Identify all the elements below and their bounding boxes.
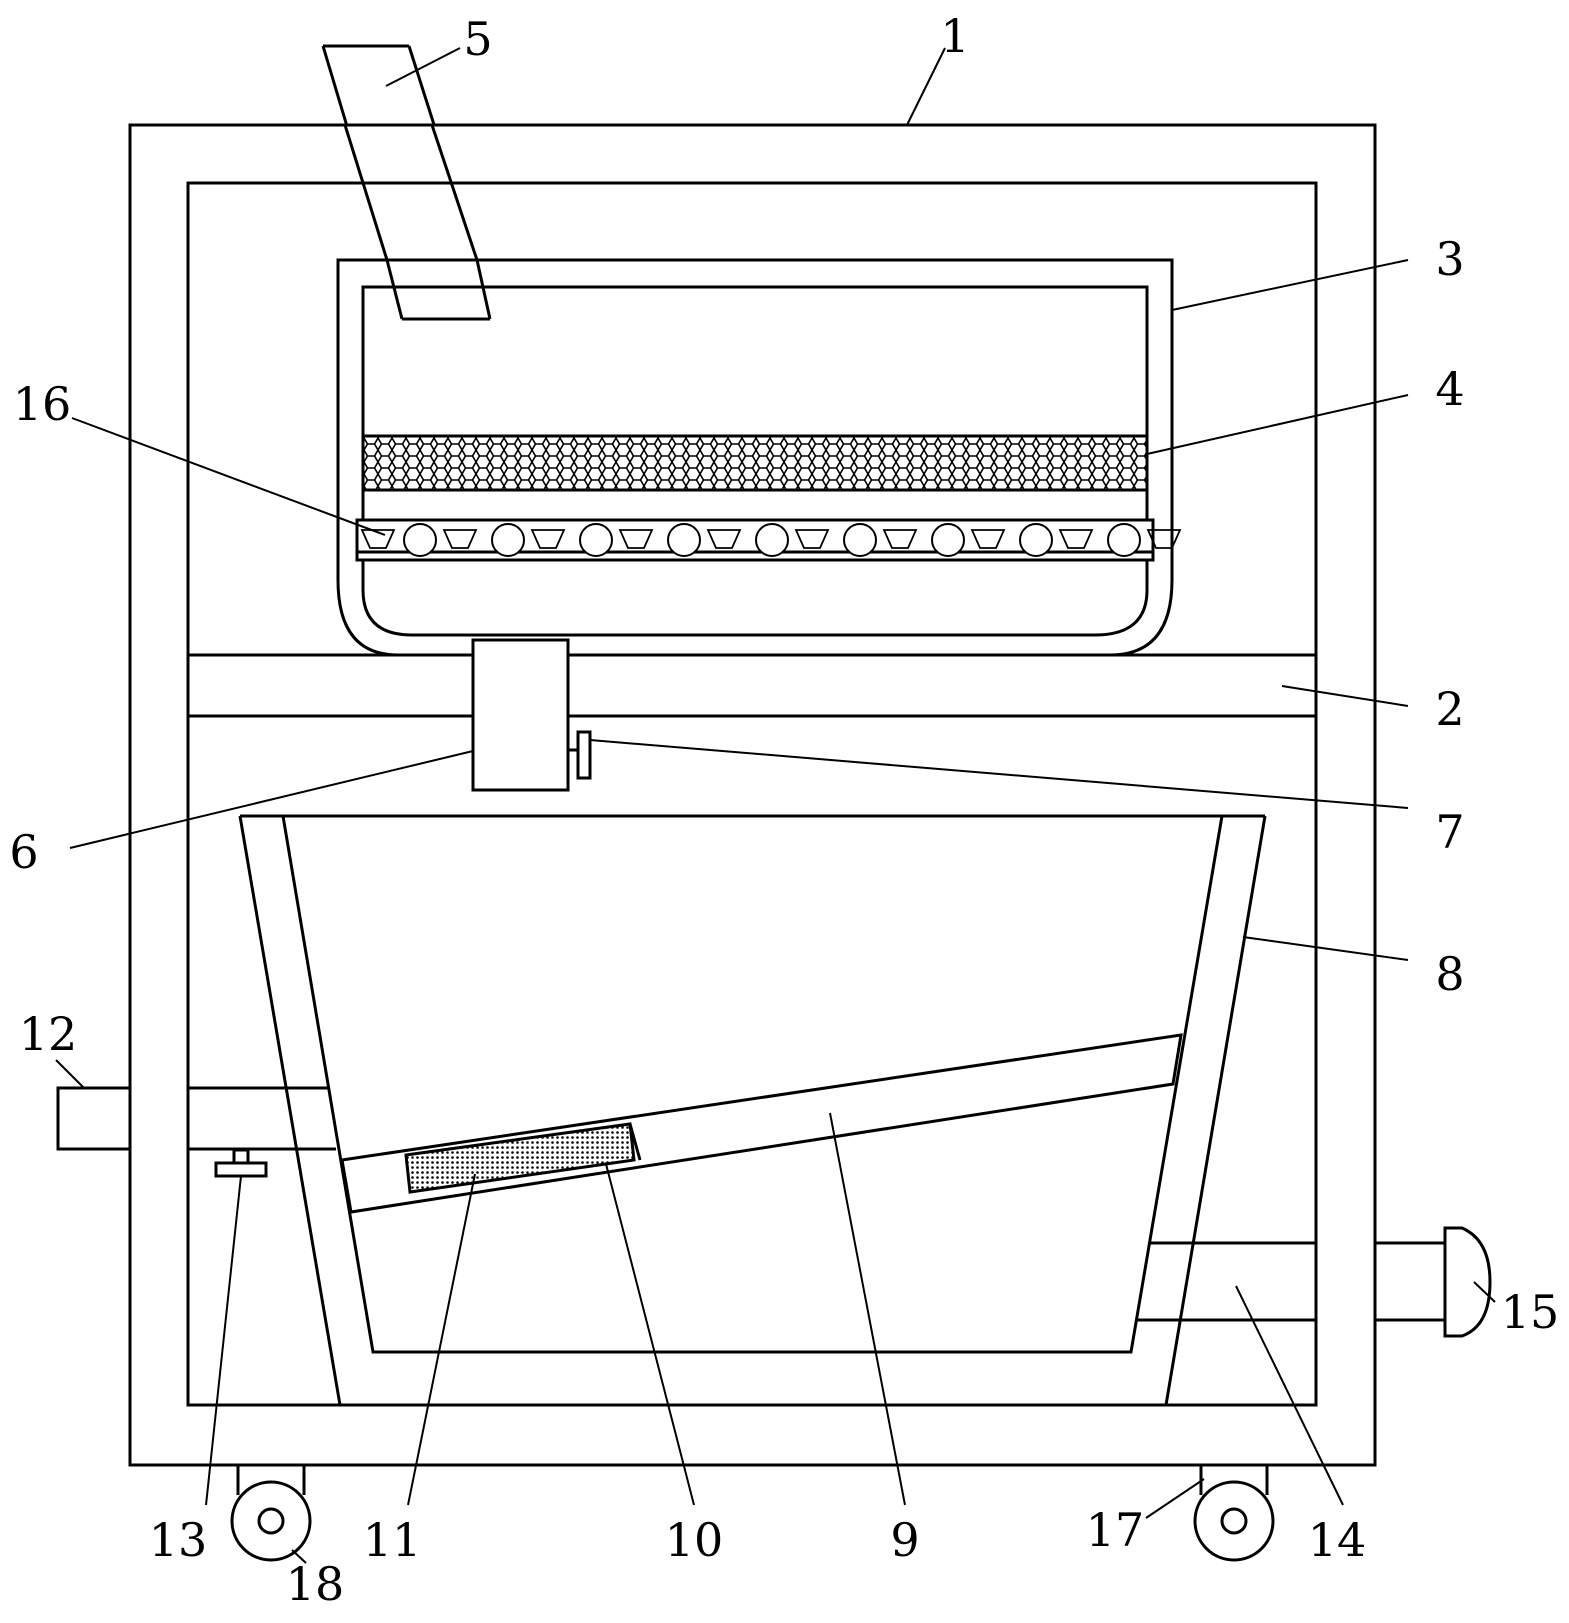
carbon-bead	[667, 523, 701, 557]
callout-1: 1	[940, 9, 969, 63]
carbon-beads	[360, 523, 1182, 557]
leader-lines	[55, 47, 1496, 1564]
feed-pipe-through-wall	[343, 124, 479, 261]
callout-14: 14	[1308, 1513, 1367, 1567]
callout-5: 5	[463, 12, 492, 66]
carbon-bead	[1107, 523, 1141, 557]
carbon-filler	[1058, 529, 1094, 549]
carbon-bead	[403, 523, 437, 557]
callout-11: 11	[363, 1513, 422, 1567]
carbon-filler	[970, 529, 1006, 549]
carbon-bead	[491, 523, 525, 557]
outlet-pipe	[1135, 1241, 1447, 1322]
carbon-filler	[360, 529, 396, 549]
drain-pipe	[56, 1086, 336, 1151]
carbon-layer	[355, 518, 1182, 562]
callout-4: 4	[1435, 362, 1464, 416]
callout-18: 18	[286, 1557, 345, 1611]
callout-13: 13	[149, 1513, 208, 1567]
carbon-filler	[530, 529, 566, 549]
carbon-filler	[882, 529, 918, 549]
callout-10: 10	[665, 1513, 724, 1567]
outlet-cap	[1443, 1226, 1492, 1338]
callout-15: 15	[1501, 1285, 1560, 1339]
callout-2: 2	[1435, 682, 1464, 736]
wheel-right	[1193, 1465, 1275, 1562]
carbon-bead	[579, 523, 613, 557]
switch	[568, 730, 592, 780]
callout-12: 12	[19, 1007, 78, 1061]
filter-screen	[361, 434, 1149, 492]
callout-16: 16	[13, 377, 72, 431]
carbon-filler	[618, 529, 654, 549]
feed-pipe-outlet	[385, 259, 492, 321]
carbon-bead	[931, 523, 965, 557]
callout-3: 3	[1435, 232, 1464, 286]
callout-7: 7	[1435, 805, 1464, 859]
membrane-frame	[628, 1123, 642, 1161]
carbon-filler	[1146, 529, 1182, 549]
callout-6: 6	[9, 825, 38, 879]
carbon-filler	[442, 529, 478, 549]
carbon-bead	[755, 523, 789, 557]
callout-9: 9	[890, 1513, 919, 1567]
divider-plate	[361, 488, 1149, 522]
callout-8: 8	[1435, 947, 1464, 1001]
wheel-left	[230, 1465, 312, 1562]
carbon-bead	[1019, 523, 1053, 557]
callout-17: 17	[1086, 1503, 1145, 1557]
carbon-bead	[843, 523, 877, 557]
callout-labels: 1 2 3 4 5 6 7 8 9 10 11 12 13 14 15 16 1…	[9, 9, 1559, 1611]
carbon-filler	[706, 529, 742, 549]
motor	[471, 638, 570, 792]
filter-membrane	[404, 1122, 636, 1194]
carbon-filler	[794, 529, 830, 549]
